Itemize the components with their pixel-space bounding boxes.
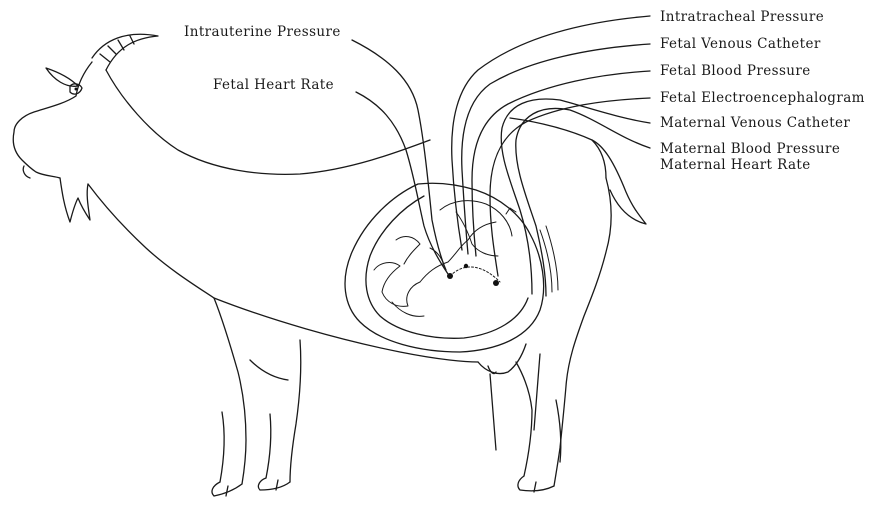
- electrode-dot: [464, 264, 468, 268]
- label-fetal-electroencephalogram: Fetal Electroencephalogram: [660, 90, 865, 106]
- label-fetal-heart-rate: Fetal Heart Rate: [213, 77, 334, 93]
- label-maternal-blood-pressure: Maternal Blood Pressure: [660, 141, 840, 157]
- label-intrauterine-pressure: Intrauterine Pressure: [184, 24, 341, 40]
- electrode-dot: [493, 280, 499, 286]
- label-intratracheal-pressure: Intratracheal Pressure: [660, 9, 824, 25]
- label-maternal-venous-catheter: Maternal Venous Catheter: [660, 115, 850, 131]
- goat-outline: [13, 34, 646, 496]
- label-fetal-venous-catheter: Fetal Venous Catheter: [660, 36, 821, 52]
- label-fetal-blood-pressure: Fetal Blood Pressure: [660, 63, 811, 79]
- electrode-leads: [447, 264, 500, 286]
- label-maternal-heart-rate: Maternal Heart Rate: [660, 157, 811, 173]
